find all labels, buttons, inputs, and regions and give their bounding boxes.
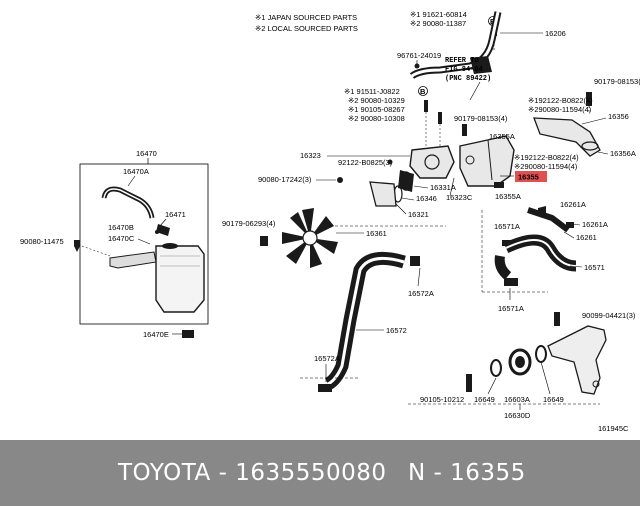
fan-group: 90179-06293(4) 16361 [222, 208, 446, 268]
label-16346: 16346 [416, 194, 437, 203]
label-90080-11387: ※2 90080-11387 [410, 19, 466, 28]
label-90080-10308: ※2 90080-10308 [348, 114, 405, 123]
refer-line-3: (PNC 89422) [445, 75, 491, 83]
label-16470B: 16470B [108, 223, 134, 232]
upper-pipe-group: ※1 91621-60814 ※2 90080-11387 B 16206 96… [397, 10, 566, 79]
refer-line-1: REFER TO [445, 57, 479, 65]
label-16361: 16361 [366, 229, 387, 238]
label-16356A: 16356A [610, 149, 636, 158]
label-16572A-top: 16572A [408, 289, 434, 298]
label-90179-08153-top: 90179-08153(4) [594, 77, 640, 86]
label-16571: 16571 [584, 263, 605, 272]
reservoir-group: 16470 16470A 16471 16470B 16470C 90080-1… [20, 149, 209, 339]
refer-note: REFER TO FIG 84-04 (PNC 89422) [445, 57, 491, 101]
label-16355: 16355 [518, 173, 539, 182]
label-161945C: 161945C [598, 424, 629, 433]
label-16261: 16261 [576, 233, 597, 242]
hose-16261 [527, 207, 570, 233]
reservoir-cap [182, 330, 194, 338]
reservoir-tank [155, 245, 205, 313]
inlet-16321 [369, 181, 397, 207]
reservoir-cap-clip [156, 224, 170, 236]
pulley-group: 90099-04421(3) 90105-10212 16649 16603A … [408, 311, 636, 433]
label-90080-10329: ※2 90080-10329 [348, 96, 405, 105]
label-90080-11594-top: ※290080-11594(4) [528, 105, 592, 114]
hose-16571-group: 16571A 16571 16571A [481, 210, 605, 313]
label-90099-04421: 90099-04421(3) [582, 311, 636, 320]
hose-16572-group: 16572A 16572 16572A [300, 251, 434, 392]
note-local: ※2 LOCAL SOURCED PARTS [255, 24, 358, 33]
label-16323: 16323 [300, 151, 321, 160]
label-92122-mid: ※192122-B0822(4) [514, 153, 579, 162]
label-92122-top: ※192122-B0822(4) [528, 96, 593, 105]
label-16471: 16471 [165, 210, 186, 219]
water-pipe-center [459, 135, 515, 187]
label-16206: 16206 [545, 29, 566, 38]
label-90179-08153-mid: 90179-08153(4) [454, 114, 508, 123]
parts-diagram: ※1 JAPAN SOURCED PARTS ※2 LOCAL SOURCED … [20, 10, 640, 433]
label-16571A-top: 16571A [494, 222, 520, 231]
marker-b-mid [418, 86, 428, 96]
label-16355A-top: 16355A [489, 132, 515, 141]
label-16356: 16356 [608, 112, 629, 121]
label-90080-17242: 90080-17242(3) [258, 175, 312, 184]
footer-part-code: N - 16355 [408, 460, 526, 486]
label-90179-06293: 90179-06293(4) [222, 219, 276, 228]
marker-b-mid-text: B [420, 87, 426, 96]
label-16630D: 16630D [504, 411, 531, 420]
label-16470A: 16470A [123, 167, 149, 176]
label-16603A: 16603A [504, 395, 530, 404]
label-16470E: 16470E [143, 330, 169, 339]
bypass-pipe-16356 [533, 117, 601, 157]
highlight-16355 [515, 171, 547, 182]
label-91511: ※1 91511-J0822 [344, 87, 400, 96]
water-outlet-16323 [409, 145, 455, 179]
label-90105: ※1 90105-08267 [348, 105, 405, 114]
label-96761: 96761-24019 [397, 51, 441, 60]
label-90105-10212: 90105-10212 [420, 395, 464, 404]
label-16572A-bot: 16572A [314, 354, 340, 363]
label-90080-mid: ※290080-11594(4) [514, 162, 578, 171]
bypass-group: 90179-08153(4) ※192122-B0822(4) ※290080-… [528, 77, 640, 158]
refer-line-2: FIG 84-04 [445, 66, 483, 74]
note-japan: ※1 JAPAN SOURCED PARTS [255, 13, 357, 22]
label-16355A-bot: 16355A [495, 192, 521, 201]
label-16571A-bot: 16571A [498, 304, 524, 313]
footer-bar: TOYOTA - 1635550080 N - 16355 [0, 440, 640, 506]
label-91621: ※1 91621-60814 [410, 10, 467, 19]
hose-16572 [324, 251, 406, 390]
label-16649-a: 16649 [474, 395, 495, 404]
label-16321: 16321 [408, 210, 429, 219]
inlet-group: ※1 91511-J0822 B ※2 90080-10329 ※1 90105… [258, 86, 515, 219]
bolt-90080-11475 [74, 240, 80, 252]
label-16470: 16470 [136, 149, 157, 158]
reservoir-bracket [109, 251, 157, 269]
label-16261A-top: 16261A [560, 200, 586, 209]
bracket-16630 [547, 325, 607, 395]
fan-16361 [282, 208, 338, 268]
label-16331A: 16331A [430, 183, 456, 192]
label-16323C: 16323C [446, 193, 473, 202]
label-92122-b0825: 92122-B0825(3) [338, 158, 393, 167]
label-16470C: 16470C [108, 234, 135, 243]
label-16572: 16572 [386, 326, 407, 335]
label-16649-b: 16649 [543, 395, 564, 404]
footer-part-number: TOYOTA - 1635550080 [118, 460, 387, 486]
label-90080-11475: 90080-11475 [20, 237, 64, 246]
label-16261A-right: 16261A [582, 220, 608, 229]
hose-16261-group: 16261A 16261A 16261 [527, 200, 608, 242]
pipe-16355-group: ※192122-B0822(4) ※290080-11594(4) 16355 … [494, 153, 579, 201]
